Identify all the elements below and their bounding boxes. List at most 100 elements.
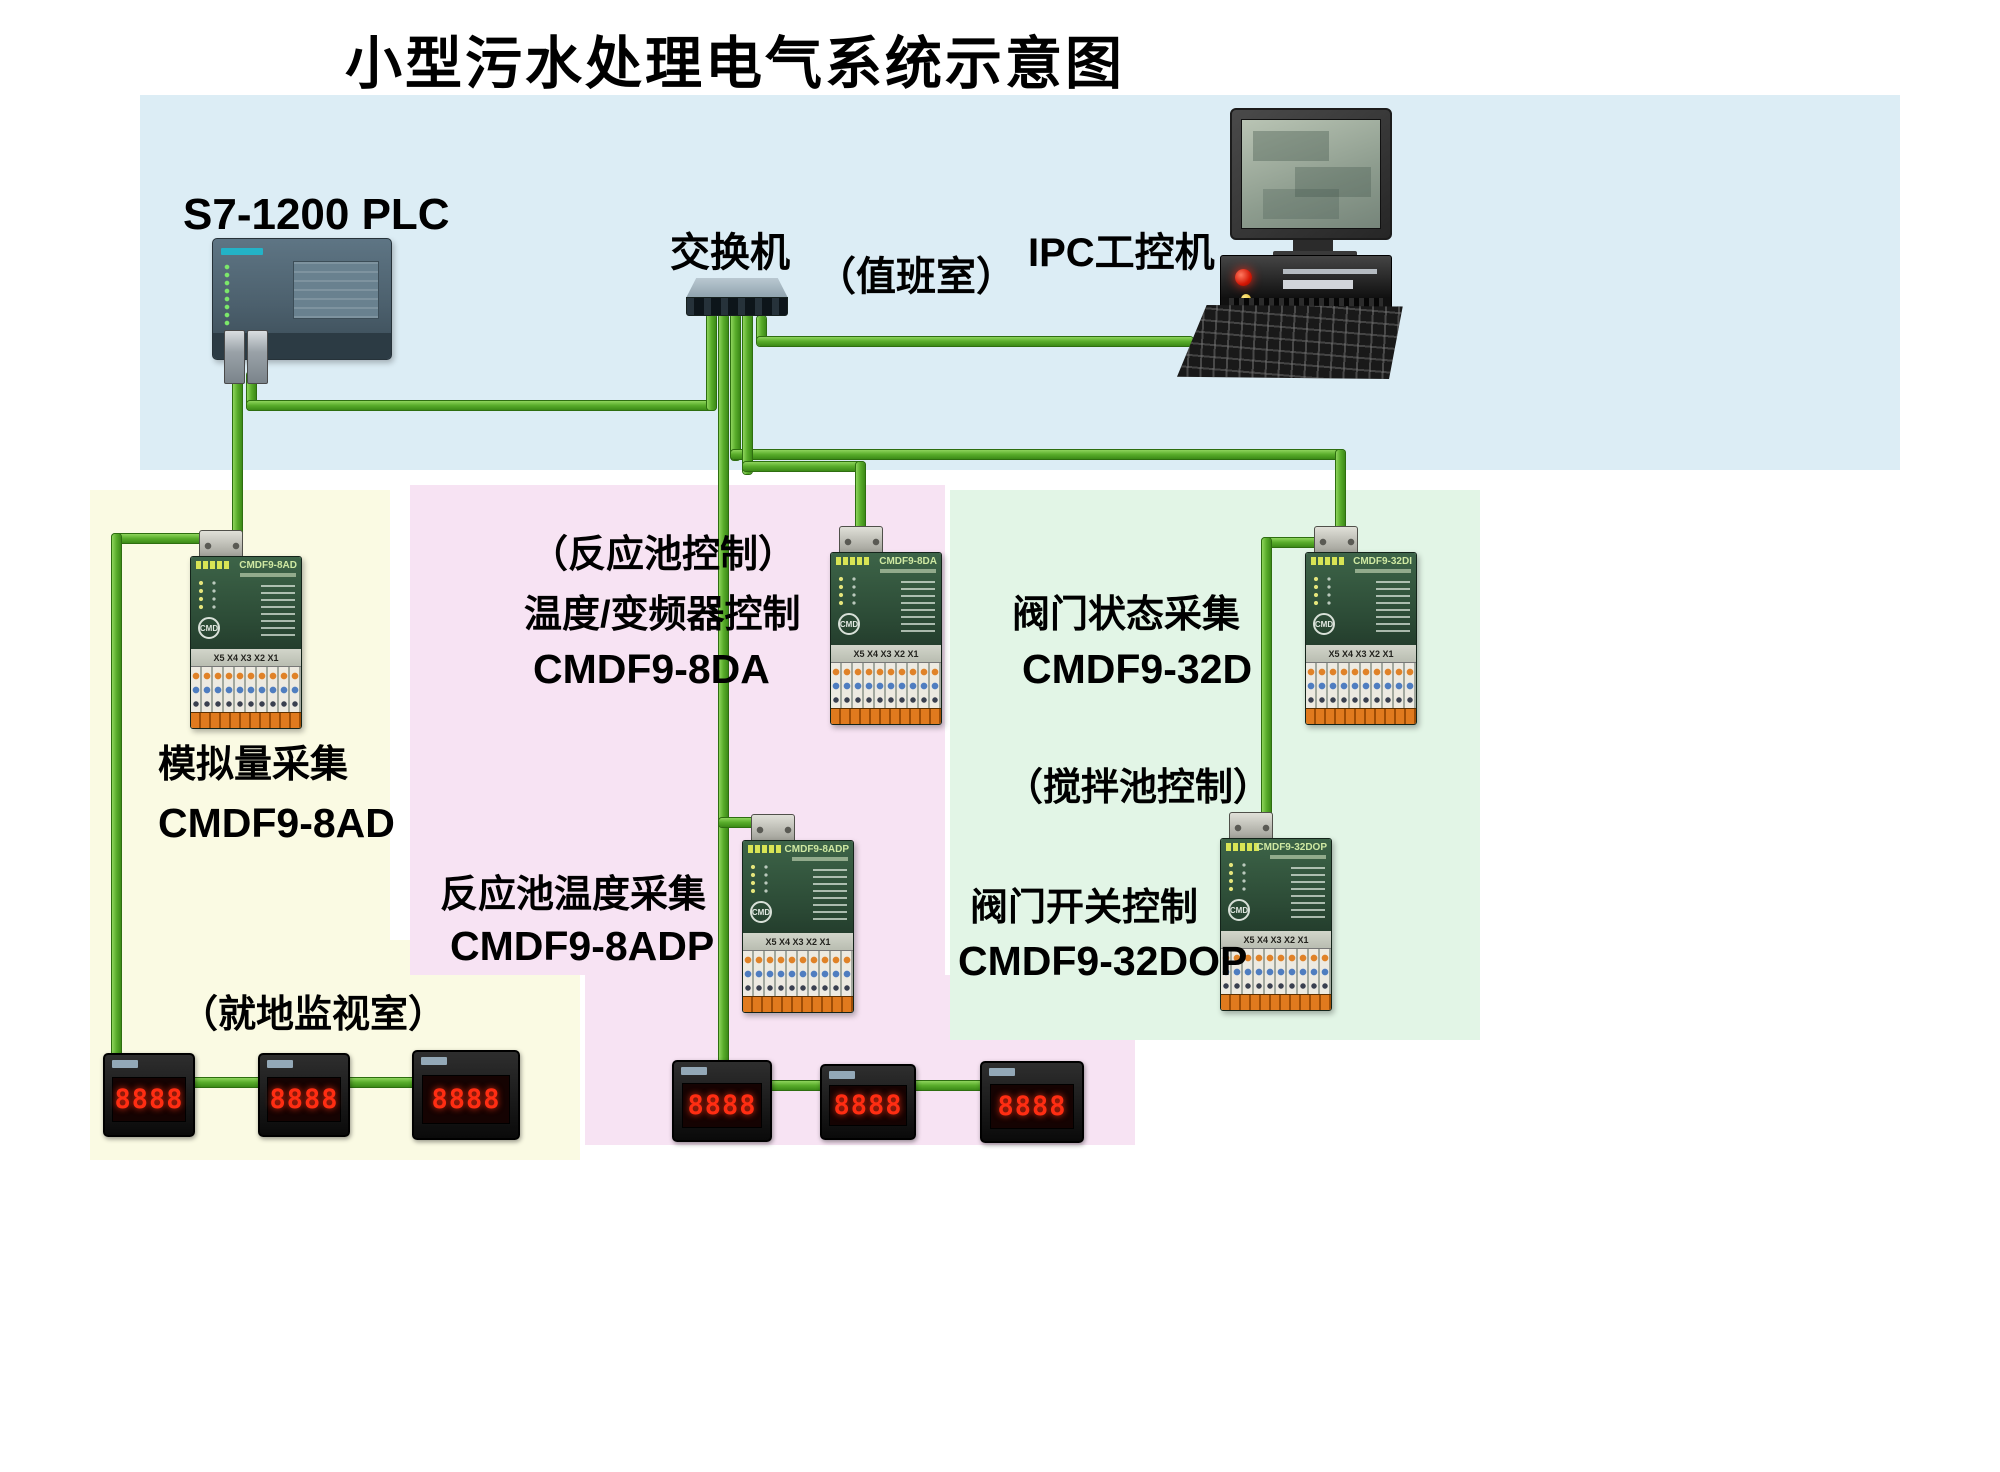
terminal-blocks — [1306, 662, 1416, 708]
meter-brand-tag — [112, 1060, 138, 1068]
meter-display: 8888 — [990, 1084, 1074, 1129]
diagram-title: 小型污水处理电气系统示意图 — [345, 32, 1125, 96]
cable-segment — [719, 818, 771, 827]
status-led-array — [749, 863, 779, 897]
reaction-model-top-label: CMDF9-8DA — [533, 646, 770, 692]
cable-segment — [112, 534, 121, 1086]
switch-top-face — [686, 278, 788, 298]
reaction-model-bottom-label: CMDF9-8ADP — [450, 923, 715, 969]
cable-segment — [757, 316, 766, 344]
brand-marks — [1311, 557, 1345, 565]
meter-reading: 8888 — [997, 1090, 1067, 1122]
digital-panel-meter: 8888 — [412, 1050, 520, 1140]
valve-function-top-label: 阀门状态采集 — [1012, 594, 1241, 636]
monitor-stand — [1293, 240, 1333, 252]
valve-function-bottom-label: 阀门开关控制 — [970, 887, 1199, 929]
module-subtitle-bar — [1355, 569, 1411, 573]
terminal-group-labels: X5 X4 X3 X2 X1 — [191, 649, 301, 666]
module-face: CMDF9-8DA CMD — [831, 553, 941, 645]
cable-segment — [247, 372, 256, 410]
bottom-connector-row — [743, 996, 853, 1012]
cmd-logo: CMD — [1228, 899, 1250, 921]
cable-segment — [743, 314, 752, 474]
digital-panel-meter: 8888 — [672, 1060, 772, 1142]
bottom-connector-row — [1306, 708, 1416, 724]
ipc-workstation — [1175, 105, 1410, 390]
cable-segment — [1262, 538, 1271, 822]
digital-panel-meter: 8888 — [980, 1061, 1084, 1143]
io-module-cmdf9-32dop: CMDF9-32DOP CMD X5 X4 X3 X2 X1 — [1220, 812, 1332, 1011]
bottom-connector-row — [191, 712, 301, 728]
local-room-label: （就地监视室） — [180, 994, 447, 1036]
ipc-monitor — [1230, 108, 1392, 240]
terminal-blocks — [743, 950, 853, 996]
siemens-badge — [221, 248, 263, 255]
chassis-text-bar — [1283, 269, 1377, 274]
status-led-array — [1227, 861, 1257, 895]
terminal-blocks — [831, 662, 941, 708]
cable-segment — [707, 314, 716, 410]
digital-panel-meter: 8888 — [258, 1053, 350, 1137]
meter-brand-tag — [421, 1057, 447, 1065]
cable-segment — [719, 314, 728, 1092]
module-subtitle-bar — [880, 569, 936, 573]
terminal-group-labels: X5 X4 X3 X2 X1 — [831, 645, 941, 662]
brand-marks — [836, 557, 870, 565]
meter-reading: 8888 — [687, 1089, 757, 1121]
meter-display: 8888 — [112, 1076, 186, 1123]
cable-segment — [112, 534, 207, 543]
module-housing: CMDF9-8ADP CMD X5 X4 X3 X2 X1 — [742, 840, 854, 1013]
cmd-logo: CMD — [838, 613, 860, 635]
meter-display: 8888 — [267, 1076, 341, 1123]
module-face: CMDF9-32DOP CMD — [1221, 839, 1331, 931]
terminal-blocks — [191, 666, 301, 712]
plc-housing — [212, 238, 392, 360]
cable-segment — [731, 450, 1345, 459]
status-led-array — [837, 575, 867, 609]
brand-marks — [196, 561, 230, 569]
module-model-text: CMDF9-8ADP — [784, 844, 849, 855]
io-channel-marks — [813, 869, 847, 923]
meter-brand-tag — [267, 1060, 293, 1068]
meter-reading: 8888 — [114, 1083, 184, 1115]
module-model-text: CMDF9-32DOP — [1256, 842, 1327, 853]
meter-reading: 8888 — [431, 1084, 501, 1116]
module-housing: CMDF9-32DI CMD X5 X4 X3 X2 X1 — [1305, 552, 1417, 725]
bus-connector — [839, 526, 883, 556]
cable-segment — [856, 462, 865, 535]
ipc-label: IPC工控机 — [1028, 231, 1215, 275]
meter-brand-tag — [681, 1067, 707, 1075]
status-led-array — [197, 579, 227, 613]
cable-segment — [247, 401, 716, 410]
cable-segment — [757, 337, 1193, 346]
meter-display: 8888 — [829, 1085, 907, 1127]
ipc-keyboard — [1177, 305, 1403, 379]
switch-label: 交换机 — [670, 231, 790, 275]
terminal-group-labels: X5 X4 X3 X2 X1 — [1306, 645, 1416, 662]
module-model-text: CMDF9-8AD — [239, 560, 297, 571]
duty-room-label: （值班室） — [816, 255, 1016, 299]
module-model-text: CMDF9-32DI — [1353, 556, 1412, 567]
status-led-array — [1312, 575, 1342, 609]
reaction-control-label: （反应池控制） — [530, 534, 797, 576]
reaction-function-top-label: 温度/变频器控制 — [524, 594, 801, 636]
analog-model-label: CMDF9-8AD — [158, 800, 395, 846]
ethernet-switch — [686, 278, 788, 318]
bus-connector — [1314, 526, 1358, 556]
module-subtitle-bar — [1270, 855, 1326, 859]
module-face: CMDF9-8AD CMD — [191, 557, 301, 649]
cmd-logo: CMD — [1313, 613, 1335, 635]
io-module-cmdf9-32di: CMDF9-32DI CMD X5 X4 X3 X2 X1 — [1305, 526, 1417, 725]
cmd-logo: CMD — [198, 617, 220, 639]
terminal-blocks — [1221, 948, 1331, 994]
cmd-logo: CMD — [750, 901, 772, 923]
cable-segment — [743, 462, 865, 471]
io-channel-marks — [1376, 581, 1410, 635]
cable-segment — [233, 372, 242, 540]
io-module-cmdf9-8da: CMDF9-8DA CMD X5 X4 X3 X2 X1 — [830, 526, 942, 725]
cable-segment — [1262, 538, 1334, 547]
chassis-text-bar — [1283, 280, 1353, 289]
module-subtitle-bar — [240, 573, 296, 577]
io-channel-marks — [1291, 867, 1325, 921]
